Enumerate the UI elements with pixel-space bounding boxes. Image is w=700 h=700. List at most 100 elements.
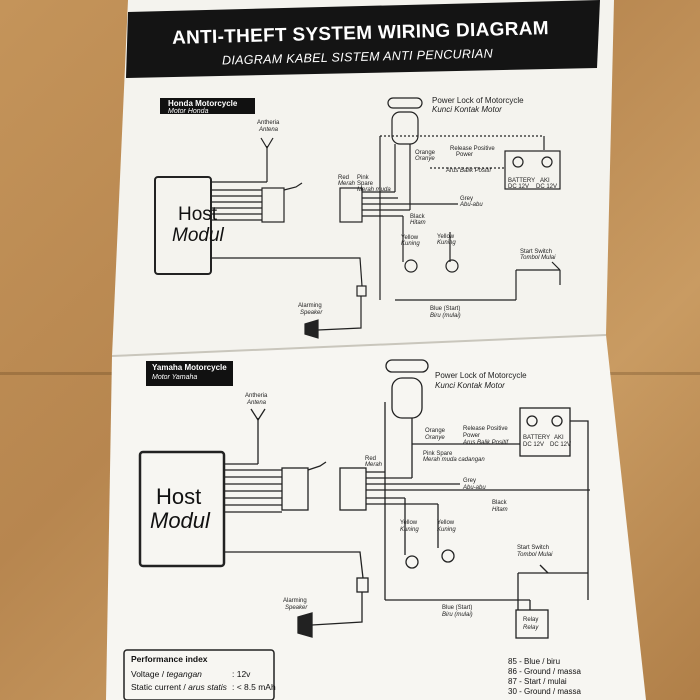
yamaha-aki-label: AKI (554, 435, 564, 441)
yamaha-tag-sub: Motor Yamaha (152, 374, 198, 381)
yamaha-orange-label: Orange (425, 428, 446, 434)
performance-heading: Performance index (131, 654, 208, 664)
yamaha-start-sub: Tombol Mulai (517, 552, 553, 558)
yamaha-tag-box (146, 361, 233, 386)
yamaha-start-label: Start Switch (517, 545, 550, 551)
honda-speaker-sub: Speaker (300, 310, 323, 316)
yamaha-connector-2 (339, 467, 367, 511)
yamaha-arus-label: Arus Balik Positif (463, 440, 509, 446)
yamaha-turn-light-1 (405, 555, 419, 569)
honda-pink-label: Pink (357, 175, 369, 181)
yamaha-grey-label: Grey (463, 478, 477, 484)
honda-aki-label: AKI (540, 178, 550, 184)
yamaha-turn-light-2 (441, 549, 455, 563)
yamaha-connector-tail (307, 461, 327, 471)
yamaha-black-sub: Hitam (492, 507, 508, 513)
honda-antenna-icon (260, 137, 274, 150)
yamaha-dc2-label: DC 12V (550, 442, 572, 448)
performance-box (123, 649, 275, 700)
yamaha-yellow2-sub: Kuning (437, 527, 456, 533)
performance-value: : 12v (232, 669, 251, 679)
yamaha-relay-sub: Relay (523, 625, 539, 631)
header-band (126, 0, 600, 78)
yamaha-dc1-label: DC 12V (523, 442, 545, 448)
honda-battery-terminal-neg (512, 156, 524, 168)
relay-pin-85: 85 - Blue / biru (508, 657, 561, 666)
honda-tag-box (160, 98, 255, 114)
yamaha-start-switch (539, 564, 549, 574)
honda-antenna-label: Antheria (257, 120, 280, 126)
performance-value: : < 8.5 mAh (232, 682, 276, 692)
yamaha-battery-terminal-pos (551, 415, 563, 427)
honda-orange-label: Orange (415, 150, 436, 156)
yamaha-yellow1-sub: Kuning (400, 527, 419, 533)
yamaha-battery-label: BATTERY (523, 435, 551, 441)
yamaha-speaker-wire (224, 551, 364, 579)
honda-power-lock (391, 111, 419, 145)
honda-connector-1 (261, 187, 285, 223)
yamaha-release-sub: Power (463, 433, 481, 439)
yamaha-antenna-label: Antheria (245, 393, 268, 399)
honda-red-sub: Merah (338, 181, 356, 187)
yamaha-pink-sub: Merah muda cadangan (423, 457, 485, 463)
yamaha-power-lock-label: Power Lock of Motorcycle (435, 371, 527, 380)
yamaha-pink-label: Pink Spare (423, 451, 453, 457)
yamaha-speaker-icon (297, 612, 313, 638)
yamaha-blue-label: Blue (Start) (442, 605, 473, 611)
honda-turn-light-2 (445, 259, 459, 273)
relay-pin-87: 87 - Start / mulai (508, 677, 567, 686)
honda-red-label: Red (338, 175, 350, 181)
yamaha-connector-1 (281, 467, 309, 511)
honda-start-sub: Tombol Mulai (520, 255, 556, 261)
yamaha-speaker-label: Alarming (283, 598, 307, 604)
yamaha-grey-sub: Abu-abu (463, 485, 486, 491)
yamaha-battery (519, 407, 571, 457)
honda-dc2-label: DC 12V (536, 184, 558, 190)
yamaha-blue-sub: Biru (mulai) (442, 612, 473, 618)
honda-connector-2 (339, 187, 363, 223)
upper-paper (112, 0, 614, 356)
honda-host-box (154, 176, 212, 275)
honda-pink-sub2: Merah muda (357, 187, 391, 193)
honda-diagram (154, 97, 561, 339)
yamaha-yellow1-label: Yellow (400, 520, 418, 526)
honda-yellow1-label: Yellow (401, 235, 419, 241)
honda-speaker-icon (304, 319, 319, 339)
honda-power-lock-label: Power Lock of Motorcycle (432, 96, 524, 105)
honda-tag: Honda Motorcycle (168, 99, 238, 108)
honda-blue-sub: Biru (mulai) (430, 313, 461, 319)
honda-black-label: Black (410, 214, 425, 220)
yamaha-red-label: Red (365, 456, 377, 462)
yamaha-yellow2-label: Yellow (437, 520, 455, 526)
honda-battery-label: BATTERY (508, 178, 536, 184)
honda-connector-tail (283, 182, 303, 191)
yamaha-relay-box (515, 609, 549, 639)
honda-start-label: Start Switch (520, 249, 553, 255)
honda-blue-label: Blue (Start) (430, 306, 461, 312)
honda-yellow2-sub: Kuning (437, 240, 456, 246)
yamaha-black-label: Black (492, 500, 507, 506)
performance-row: Static current / arus statis (131, 682, 227, 692)
yamaha-antenna-icon (250, 408, 266, 422)
honda-grey-sub: Abu-abu (460, 202, 483, 208)
fold-line (111, 334, 607, 357)
yamaha-host-label: Host (156, 484, 202, 509)
honda-arus-label: Arus Balik Positif (446, 168, 492, 174)
yamaha-relay-label: Relay (523, 617, 539, 623)
yamaha-speaker-sub: Speaker (285, 605, 308, 611)
yamaha-diagram (138, 359, 590, 639)
honda-tag-sub: Motor Honda (168, 108, 209, 115)
yamaha-antenna-sub: Antena (247, 400, 267, 406)
honda-speaker-wire (211, 257, 363, 287)
honda-release-label: Release Positive (450, 146, 495, 152)
honda-speaker-label: Alarming (298, 303, 322, 309)
honda-power-lock-sub: Kunci Kontak Motor (432, 105, 502, 114)
honda-lock-cap (387, 97, 423, 109)
yamaha-modul-label: Modul (150, 508, 210, 533)
honda-yellow1-sub: Kuning (401, 241, 420, 247)
performance-row: Voltage / tegangan (131, 669, 202, 679)
relay-pin-86: 86 - Ground / massa (508, 667, 581, 676)
honda-host-label: Host (178, 204, 218, 225)
honda-grey-label: Grey (460, 196, 474, 202)
